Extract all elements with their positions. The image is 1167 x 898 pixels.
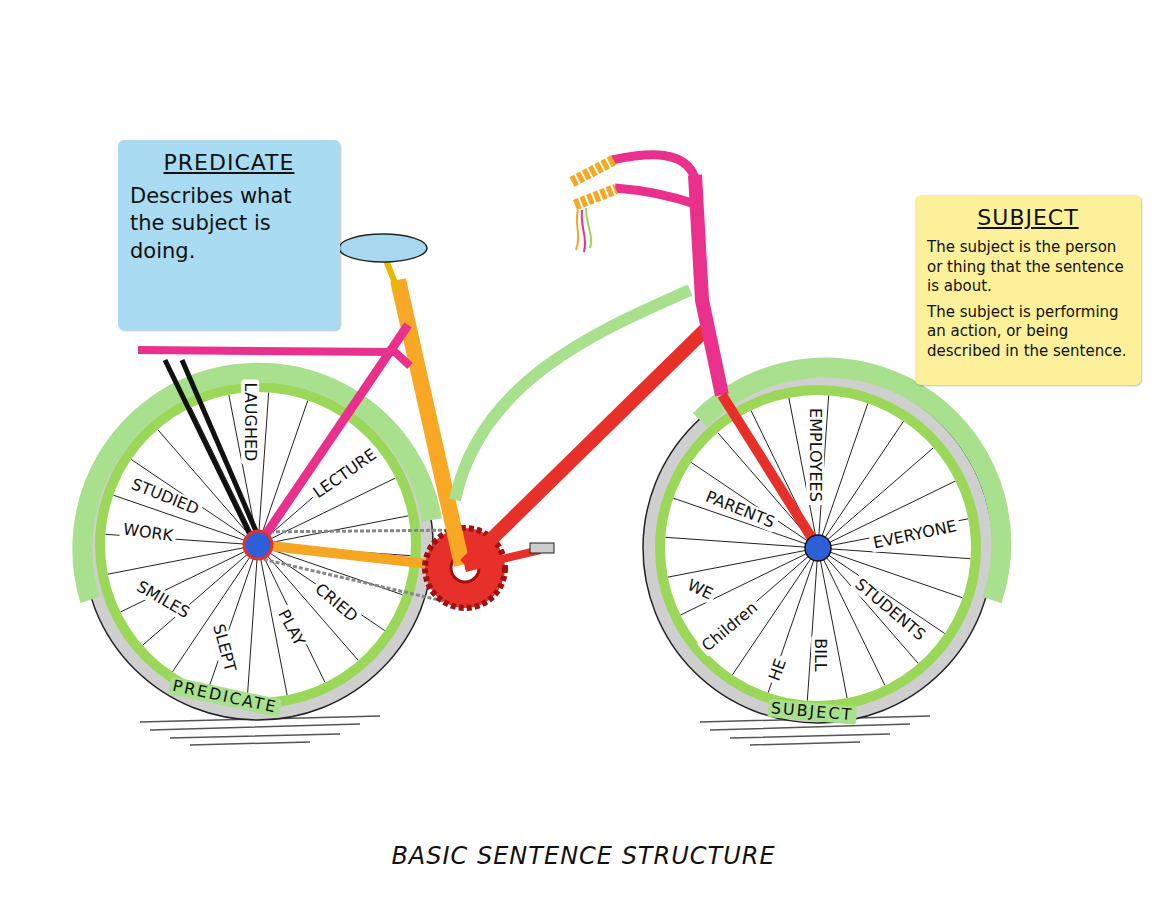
seat-tube <box>398 280 462 565</box>
front-hub <box>805 535 831 561</box>
saddle <box>339 234 427 262</box>
spoke-word: PLAY <box>272 604 309 652</box>
rear-hub <box>244 531 272 559</box>
pedal <box>530 543 554 553</box>
sticky-note: PREDICATE Describes what the subject is d… <box>118 140 340 330</box>
down-tube <box>465 330 705 565</box>
front-tyre-outline <box>643 373 993 723</box>
rear-tyre-outline <box>83 370 433 720</box>
spoke-word: PARENTS <box>700 487 780 534</box>
sticky-note: SUBJECT The subject is the person or thin… <box>915 195 1141 385</box>
spoke-word: STUDIED <box>126 474 204 520</box>
spoke <box>818 548 918 663</box>
spoke-word: HE <box>765 654 792 687</box>
note-body: Describes what the subject is doing. <box>130 183 328 265</box>
note-body: The subject is the person or thing that … <box>927 238 1129 297</box>
spoke-word: LECTURE <box>307 444 382 504</box>
ribbon <box>586 208 591 248</box>
diagram-title: BASIC SENTENCE STRUCTURE <box>0 842 1167 870</box>
front-fender <box>700 368 1001 600</box>
handle-grip <box>572 160 614 182</box>
spoke-word: STUDENTS <box>849 573 931 646</box>
wheel-label: SUBJECT <box>767 699 857 725</box>
spoke-word: EMPLOYEES <box>806 405 824 505</box>
spoke <box>258 545 325 683</box>
spoke <box>665 537 818 548</box>
spoke <box>108 545 258 574</box>
spoke-word: SLEPT <box>208 619 240 677</box>
chain <box>258 530 465 532</box>
note-heading: PREDICATE <box>130 150 328 175</box>
note-heading: SUBJECT <box>927 205 1129 230</box>
handlebar <box>612 155 695 178</box>
head-tube <box>695 175 722 395</box>
spoke-word: WORK <box>119 520 177 546</box>
spoke <box>247 545 258 698</box>
spoke-word: Children <box>696 597 763 658</box>
front-tyre <box>650 380 986 716</box>
handlebar <box>615 188 698 205</box>
handle-grip <box>575 189 616 205</box>
spoke-word: EVERYONE <box>869 517 962 554</box>
spoke-word: CRIED <box>309 578 363 628</box>
spoke-word: BILL <box>811 635 829 675</box>
ribbon <box>582 210 585 252</box>
seat-stay <box>262 325 408 540</box>
spoke-word: LAUGHED <box>241 380 259 465</box>
spoke <box>668 548 818 577</box>
spoke-word: WE <box>682 575 719 605</box>
wheel-label: PREDICATE <box>168 676 282 717</box>
note-body: The subject is performing an action, or … <box>927 303 1129 362</box>
spoke <box>807 548 818 701</box>
rear-rack <box>138 350 410 366</box>
spoke <box>258 392 269 545</box>
spoke-word: SMILES <box>131 576 195 624</box>
ribbon <box>576 210 578 250</box>
rear-fender <box>82 373 432 600</box>
front-rim <box>660 390 976 706</box>
spoke <box>818 548 847 698</box>
seat-post <box>385 258 398 290</box>
spoke <box>818 548 971 559</box>
spokes <box>105 392 970 700</box>
